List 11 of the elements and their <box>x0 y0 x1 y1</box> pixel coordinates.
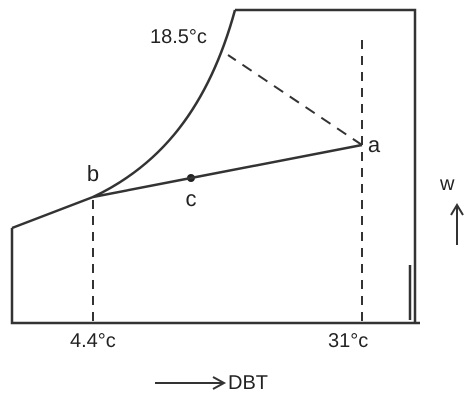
point-label: c <box>186 188 196 210</box>
process-line <box>92 176 192 198</box>
temperature-label: 4.4°c <box>70 331 116 351</box>
point-label: a <box>368 134 380 156</box>
axis-label: w <box>440 174 454 194</box>
point-label: b <box>86 163 100 185</box>
process-line <box>190 144 362 180</box>
dashed-line <box>227 54 363 146</box>
temperature-label: 31°c <box>328 331 368 351</box>
temperature-label: 18.5°c <box>150 27 207 47</box>
axis-label: DBT <box>228 373 268 393</box>
